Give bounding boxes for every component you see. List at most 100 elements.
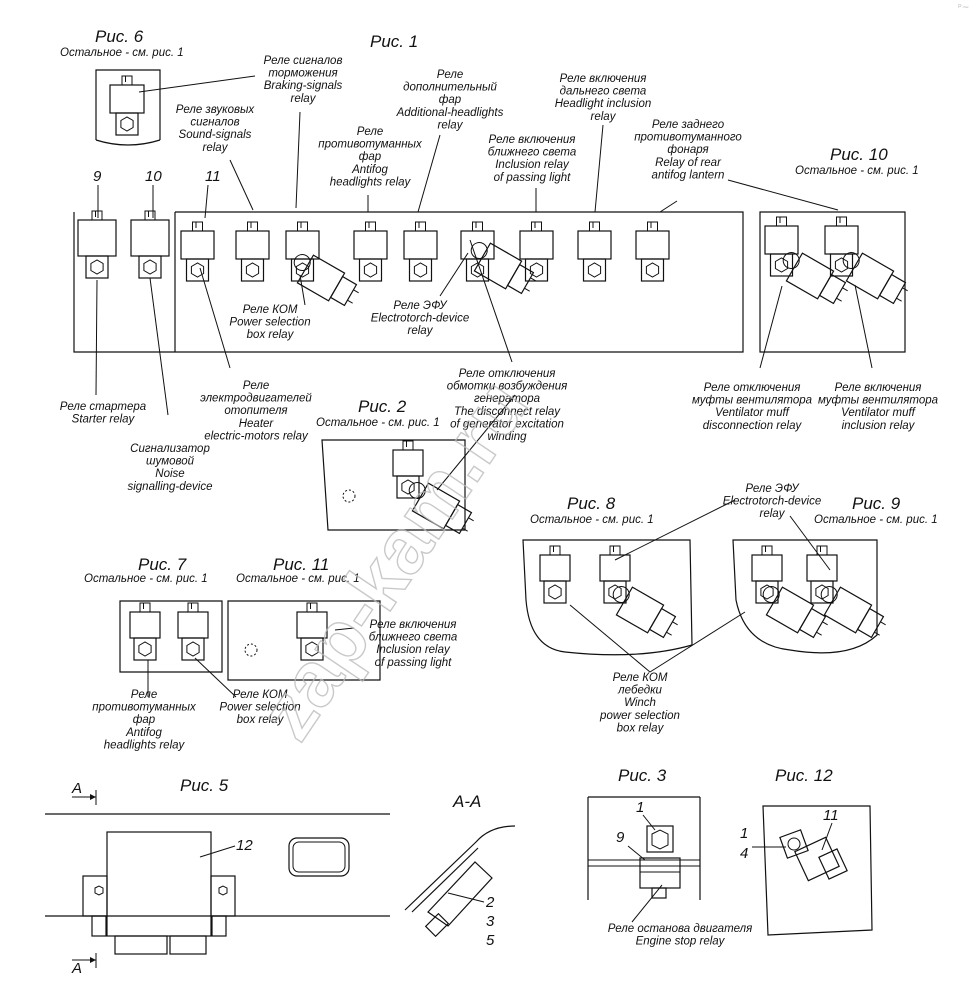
corner-mark: ᵖ~: [958, 3, 969, 13]
label-line: Electrotorch-device: [371, 313, 469, 325]
label-line: противотуманных: [92, 702, 197, 714]
label-line: Реле заднего: [652, 119, 725, 131]
label-line: дополнительный: [403, 82, 497, 94]
fig12-number-4: 4: [740, 845, 748, 862]
relay-fig9-tilted-2: [820, 586, 886, 639]
label-line: disconnection relay: [703, 420, 803, 432]
fig3-number-9: 9: [616, 829, 625, 846]
label-line: Реле сигналов: [264, 55, 343, 67]
relay-fig1-3: [180, 221, 215, 282]
label-line: муфты вентилятора: [818, 395, 938, 407]
fig6-drawing: Рис. 6 Остальное - см. рис. 1: [60, 27, 184, 146]
label-line: Реле КОМ: [233, 689, 288, 701]
fig8-fig9-drawing: Рис. 8 Остальное - см. рис. 1 Рис. 9 Ост…: [522, 494, 938, 656]
label-line: Реле включения: [370, 619, 457, 631]
relay-fig6: [109, 75, 145, 136]
label-line: Power selection: [229, 317, 310, 329]
relay-generator-tilted: [470, 242, 536, 295]
label-line: Реле включения: [489, 134, 576, 146]
fig12-number-11: 11: [823, 807, 839, 824]
label-line: Braking-signals: [264, 80, 343, 92]
label-line: Реле ЭФУ: [393, 300, 448, 312]
label-line: Winch: [624, 697, 656, 709]
fig10-title: Рис. 10: [830, 145, 888, 164]
label-line: Antifog: [125, 727, 162, 739]
label-line: Сигнализатор: [130, 443, 210, 455]
relay-fig11: [296, 602, 328, 661]
label-line: headlights relay: [104, 739, 186, 751]
label-line: муфты вентилятора: [692, 395, 812, 407]
label-line: headlights relay: [330, 176, 412, 188]
fig10-drawing: Рис. 10 Остальное - см. рис. 1: [759, 145, 919, 353]
label-line: Реле включения: [835, 382, 922, 394]
fig9-note: Остальное - см. рис. 1: [814, 514, 938, 526]
fig10-note: Остальное - см. рис. 1: [795, 165, 919, 177]
label-line: box relay: [247, 329, 295, 341]
label-line: Реле КОМ: [243, 304, 298, 316]
label-line: дальнего света: [560, 86, 647, 98]
fig8-title: Рис. 8: [567, 494, 616, 513]
relay-fig8-1: [539, 545, 571, 604]
position-number-10: 10: [145, 168, 162, 185]
fig5-drawing: Рис. 5 12 А А А-А 2 3 5: [45, 776, 516, 977]
label-line: противотуманных: [318, 139, 423, 151]
label-line: Antifog: [351, 164, 388, 176]
label-line: inclusion relay: [842, 420, 916, 432]
label-line: of passing light: [494, 172, 572, 184]
label-line: Реле: [357, 126, 383, 138]
label-line: of passing light: [375, 657, 453, 669]
fig3-title: Рис. 3: [618, 766, 667, 785]
fig7-note: Остальное - см. рис. 1: [84, 573, 208, 585]
fig12-title: Рис. 12: [775, 766, 833, 785]
label-line: relay: [203, 142, 229, 154]
section-a-a-title: А-А: [452, 792, 481, 811]
position-number-12: 12: [236, 837, 253, 854]
fig9-title: Рис. 9: [852, 494, 901, 513]
position-number-11: 11: [205, 168, 221, 185]
label-line: Реле ЭФУ: [745, 483, 800, 495]
position-number-5: 5: [486, 932, 495, 949]
relay-fig1-7: [403, 221, 438, 282]
relay-fig2-tilted: [408, 482, 474, 535]
label-line: ближнего света: [488, 147, 576, 159]
relay-fig1-6: [353, 221, 388, 282]
fig2-note: Остальное - см. рис. 1: [316, 417, 440, 429]
relay-fig1-1: [77, 210, 117, 279]
label-line: Реле звуковых: [176, 104, 256, 116]
label-line: электродвигателей: [200, 393, 312, 405]
label-line: The disconnect relay: [454, 406, 561, 418]
label-line: Sound-signals: [179, 129, 252, 141]
label-line: Ventilator muff: [841, 407, 917, 419]
label-line: Electrotorch-device: [723, 496, 821, 508]
label-line: Noise: [155, 468, 184, 480]
fig2-title: Рис. 2: [358, 397, 407, 416]
label-line: Реле: [243, 380, 269, 392]
label-line: фар: [439, 94, 462, 106]
label-line: лебедки: [617, 685, 662, 697]
label-line: Headlight inclusion: [555, 98, 652, 110]
label-line: Реле: [437, 69, 463, 81]
relay-fig9-1: [751, 545, 783, 604]
label-line: relay: [591, 111, 617, 123]
label-line: генератора: [474, 393, 540, 405]
label-line: торможения: [268, 68, 337, 80]
section-mark-bottom: А: [71, 960, 82, 977]
label-line: Реле включения: [560, 73, 647, 85]
